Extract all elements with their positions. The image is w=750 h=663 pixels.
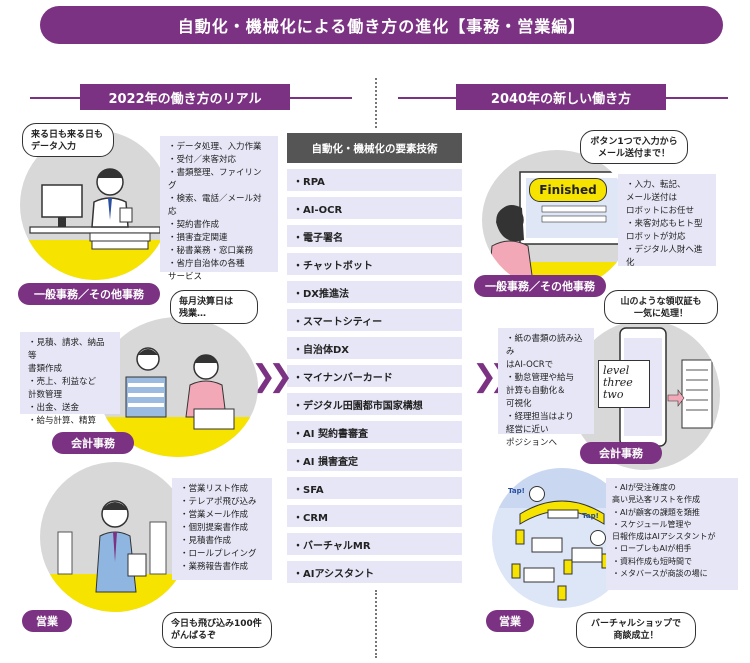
tap-label: Tap! xyxy=(582,512,599,520)
list-item: 資料作成も短時間で xyxy=(612,556,732,568)
list-item: テレアポ飛び込み xyxy=(180,496,264,509)
list-item: 経理担当はより 経営に近い ポジションへ xyxy=(506,411,586,450)
list-item: ロールプレイング xyxy=(180,548,264,561)
list-item: 契約書作成 xyxy=(168,219,270,232)
list-item: AIが顧客の課題を類推 xyxy=(612,507,732,519)
tech-item: ・DX推進法 xyxy=(287,281,462,303)
right-general-bubble: ボタン1つで入力から メール送付まで！ xyxy=(580,130,688,164)
list-item: 損害査定関連 xyxy=(168,232,270,245)
list-item: 省庁自治体の各種 サービス xyxy=(168,258,270,284)
tech-item: ・AI 損害査定 xyxy=(287,449,462,471)
tech-item: ・バーチャルMR xyxy=(287,533,462,555)
tech-item: ・AIアシスタント xyxy=(287,561,462,583)
list-item: 個別提案書作成 xyxy=(180,522,264,535)
right-general-label: 一般事務／その他事務 xyxy=(474,275,606,297)
list-item: 入力、転記、 メール送付は ロボットにお任せ xyxy=(626,179,708,218)
list-item: メタバースが商談の場に xyxy=(612,568,732,580)
list-item: 営業メール作成 xyxy=(180,509,264,522)
right-sales-bubble: バーチャルショップで 商談成立！ xyxy=(576,612,696,648)
tech-item: ・電子署名 xyxy=(287,225,462,247)
right-sales-list: AIが受注確度の 高い見込客リストを作成AIが顧客の課題を類推スケジュール管理や… xyxy=(606,478,738,590)
left-accounting-list: 見積、請求、納品等 書類作成売上、利益など 計数管理出金、送金給与計算、精算 xyxy=(20,332,120,426)
tech-item: ・チャットボット xyxy=(287,253,462,275)
right-header: 2040年の新しい働き方 xyxy=(456,84,666,110)
list-item: データ処理、入力作業 xyxy=(168,141,270,154)
divider-top xyxy=(375,78,377,128)
left-accounting-label: 会計事務 xyxy=(52,432,134,454)
list-item: 検索、電話／メール対応 xyxy=(168,193,270,219)
list-item: スケジュール管理や 日報作成はAIアシスタントが xyxy=(612,519,732,544)
right-accounting-list: 紙の書類の読み込み はAI-OCRで勤怠管理や給与 計算も自動化＆ 可視化経理担… xyxy=(498,328,594,448)
right-accounting-label: 会計事務 xyxy=(580,442,662,464)
list-item: 勤怠管理や給与 計算も自動化＆ 可視化 xyxy=(506,372,586,411)
list-item: 給与計算、精算 xyxy=(28,415,112,428)
tech-item: ・AI-OCR xyxy=(287,197,462,219)
avatar xyxy=(590,530,606,546)
tech-list: 自動化・機械化の要素技術 ・RPA ・AI-OCR ・電子署名・チャットボット・DX… xyxy=(287,133,462,583)
tech-item: ・マイナンバーカード xyxy=(287,365,462,387)
left-general-list: データ処理、入力作業受付／来客対応書類整理、ファイリング検索、電話／メール対応契… xyxy=(160,136,278,282)
left-sales-illustration xyxy=(40,462,190,612)
avatar xyxy=(529,486,545,502)
tech-header: 自動化・機械化の要素技術 xyxy=(287,133,462,163)
list-item: 営業リスト作成 xyxy=(180,483,264,496)
list-item: 書類整理、ファイリング xyxy=(168,167,270,193)
right-general-illustration xyxy=(482,150,632,290)
list-item: 秘書業務・窓口業務 xyxy=(168,245,270,258)
tech-item: ・CRM xyxy=(287,505,462,527)
left-accounting-bubble: 毎月決算日は 残業… xyxy=(170,290,258,324)
page-title: 自動化・機械化による働き方の進化【事務・営業編】 xyxy=(40,6,723,44)
finished-badge: Finished xyxy=(529,178,607,202)
left-sales-list: 営業リスト作成テレアポ飛び込み営業メール作成個別提案書作成見積書作成ロールプレイ… xyxy=(172,478,272,580)
divider-bottom xyxy=(375,590,377,658)
right-general-list: 入力、転記、 メール送付は ロボットにお任せ来客対応もヒト型 ロボットが対応デジ… xyxy=(618,174,716,268)
left-sales-label: 営業 xyxy=(22,610,72,632)
list-item: デジタル人財へ進化 xyxy=(626,244,708,270)
list-item: 売上、利益など 計数管理 xyxy=(28,376,112,402)
tech-item: ・SFA xyxy=(287,477,462,499)
left-general-label: 一般事務／その他事務 xyxy=(18,283,160,305)
left-header: 2022年の働き方のリアル xyxy=(80,84,290,110)
right-accounting-bubble: 山のような領収証も 一気に処理！ xyxy=(604,290,718,324)
list-item: 業務報告書作成 xyxy=(180,561,264,574)
tech-item: ・RPA xyxy=(287,169,462,191)
list-item: 受付／来客対応 xyxy=(168,154,270,167)
right-sales-label: 営業 xyxy=(486,610,534,632)
tech-item: ・スマートシティー xyxy=(287,309,462,331)
list-item: 出金、送金 xyxy=(28,402,112,415)
list-item: 来客対応もヒト型 ロボットが対応 xyxy=(626,218,708,244)
list-item: 見積、請求、納品等 書類作成 xyxy=(28,337,112,376)
list-item: AIが受注確度の 高い見込客リストを作成 xyxy=(612,482,732,507)
tech-item: ・AI 契約書審査 xyxy=(287,421,462,443)
list-item: 紙の書類の読み込み はAI-OCRで xyxy=(506,333,586,372)
tap-label: Tap! xyxy=(508,487,525,495)
left-sales-bubble: 今日も飛び込み100件 がんばるぞ xyxy=(162,612,272,648)
list-item: 見積書作成 xyxy=(180,535,264,548)
list-item: ロープレもAIが相手 xyxy=(612,543,732,555)
tech-item: ・デジタル田園都市国家構想 xyxy=(287,393,462,415)
tech-item: ・自治体DX xyxy=(287,337,462,359)
left-general-bubble: 来る日も来る日も データ入力 xyxy=(22,123,114,157)
